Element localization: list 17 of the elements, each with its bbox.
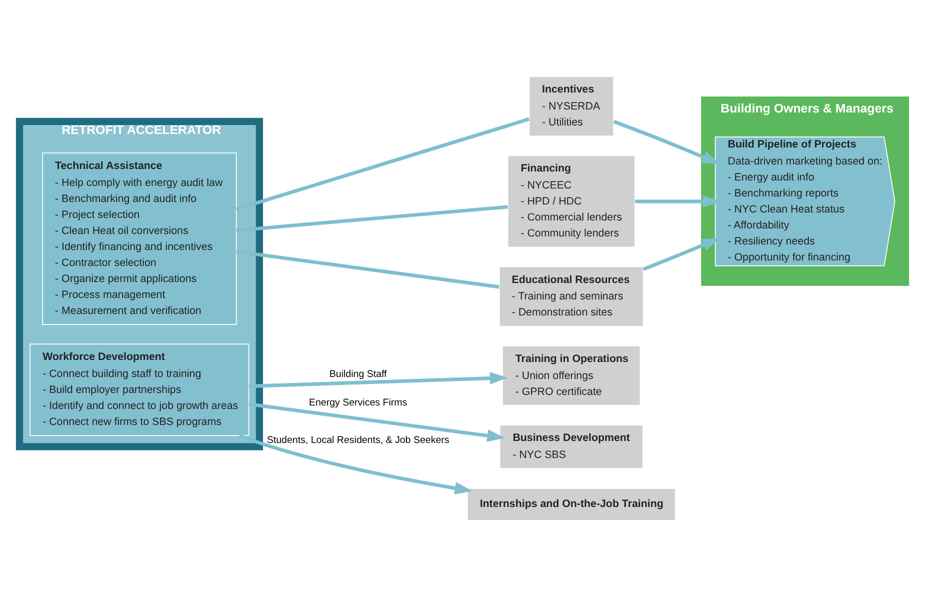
- node-box: Technical Assistance - Help comply with energy audit law - Benchmarking and audit info - Project selection - Clean Heat oil conversions - Identify financing and incentives - Contractor selection - Organize permit applications - Process management - Measurement and verification: [42, 152, 237, 325]
- edge-label: Building Staff: [329, 369, 387, 380]
- node-box: Incentives - NYSERDA - Utilities: [528, 76, 614, 137]
- connector: [236, 117, 530, 211]
- node-box: Financing - NYCEEC - HPD / HDC - Commercial lenders - Community lenders: [507, 155, 636, 248]
- connector: [236, 250, 500, 289]
- arrow: [238, 434, 473, 494]
- edge-label: Energy Services Firms: [308, 398, 408, 409]
- edge-label: Students, Local Residents, & Job Seekers: [266, 434, 450, 446]
- arrow: [248, 402, 506, 442]
- connector: [236, 205, 508, 232]
- node-box: Workforce Development - Connect building staff to training - Build employer partnerships - Identify and connect to job growth areas - Connect new firms to SBS programs: [30, 344, 250, 436]
- node-box: Internships and On-the-Job Training: [466, 488, 676, 521]
- node-box: Training in Operations - Union offerings - GPRO certificate: [502, 345, 641, 406]
- node-box: Educational Resources - Training and seminars - Demonstration sites: [498, 266, 644, 327]
- arrow: [248, 372, 508, 388]
- node-box: Business Development - NYC SBS: [499, 424, 644, 469]
